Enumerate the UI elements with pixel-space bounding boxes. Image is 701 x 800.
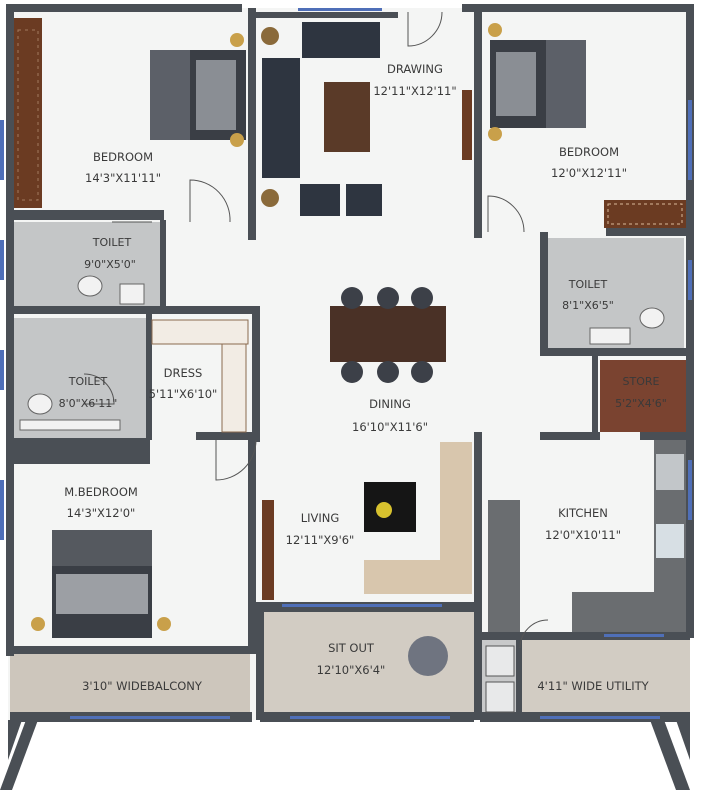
living-furniture (364, 442, 472, 594)
living-size: 12'11"X9'6" (286, 533, 355, 547)
wardrobes (14, 18, 686, 600)
bedroom-nw-size: 14'3"X11'11" (85, 171, 161, 185)
living-name: LIVING (301, 511, 340, 525)
drawing-furniture (261, 22, 382, 216)
toilet-3-size: 8'1"X6'5" (562, 299, 614, 312)
dining-size: 16'10"X11'6" (352, 420, 428, 434)
store-size: 5'2"X4'6" (615, 397, 667, 410)
windows (0, 8, 692, 719)
bed-ne (488, 23, 586, 141)
master-bedroom-size: 14'3"X12'0" (67, 506, 136, 520)
toilet-3-name: TOILET (568, 278, 608, 291)
master-bedroom-name: M.BEDROOM (64, 485, 138, 499)
bedroom-ne-size: 12'0"X12'11" (551, 166, 627, 180)
dining-table (330, 287, 446, 383)
sit-out-chair (408, 636, 448, 676)
sit-out-name: SIT OUT (328, 641, 375, 655)
drawing-name: DRAWING (387, 62, 443, 76)
toilet-1-size: 9'0"X5'0" (84, 258, 136, 271)
kitchen-name: KITCHEN (558, 506, 608, 520)
dining-name: DINING (369, 397, 411, 411)
utility-label: 4'11" WIDE UTILITY (537, 679, 649, 693)
bed-nw (150, 33, 246, 147)
utility-fixture (485, 681, 515, 713)
toilet-fixtures (19, 275, 665, 431)
store-name: STORE (623, 375, 660, 388)
balcony-label: 3'10" WIDEBALCONY (82, 679, 203, 693)
door-swings (83, 11, 637, 649)
dress-size: 5'11"X6'10" (149, 387, 218, 401)
balcony-floor (10, 652, 250, 714)
toilet-1-name: TOILET (92, 236, 132, 249)
kitchen-counter (488, 440, 686, 632)
toilet-2-size: 8'0"X6'11" (59, 397, 118, 410)
bedroom-ne-name: BEDROOM (559, 145, 619, 159)
toilet-2-name: TOILET (68, 375, 108, 388)
kitchen-size: 12'0"X10'11" (545, 528, 621, 542)
utility-floor (520, 638, 690, 716)
sit-out-size: 12'10"X6'4" (317, 663, 386, 677)
utility-fixture (485, 645, 515, 677)
bedroom-nw-name: BEDROOM (93, 150, 153, 164)
toilet-2-floor (12, 318, 150, 438)
drawing-size: 12'11"X12'11" (373, 84, 456, 98)
bed-master (31, 530, 171, 638)
dress-name: DRESS (164, 366, 203, 380)
walls (0, 4, 694, 790)
